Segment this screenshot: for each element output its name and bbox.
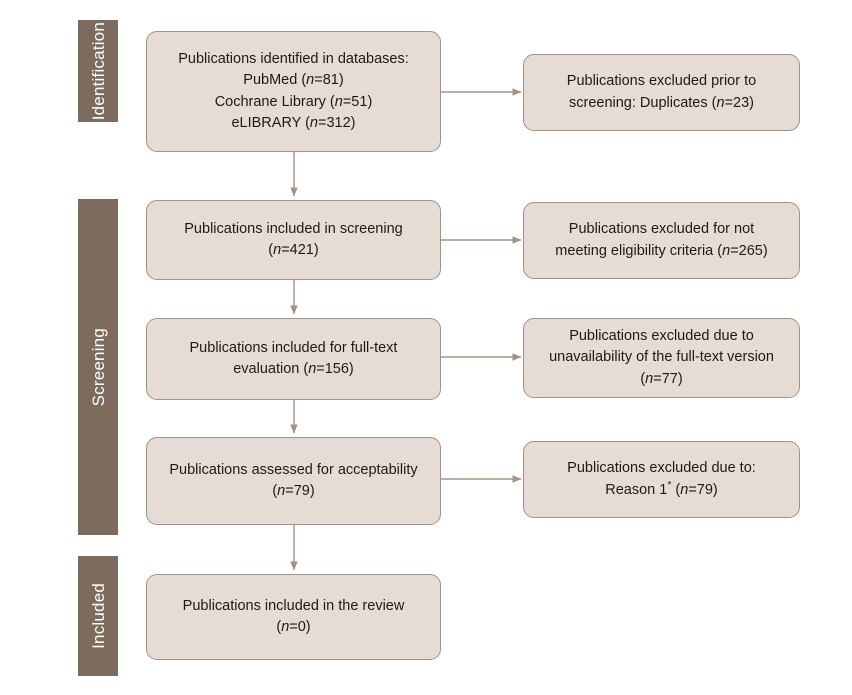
stage-label-screening: Screening [88, 327, 108, 407]
stage-label-included: Included [88, 583, 108, 649]
node-publications-assessed-acceptability: Publications assessed for acceptability(… [146, 437, 441, 525]
node-text: Publications included in screening(n=421… [184, 220, 403, 258]
stage-label-identification: Identification [88, 21, 108, 121]
node-text: Publications identified in databases:Pub… [178, 51, 409, 131]
node-text: Publications included in the review(n=0) [182, 597, 405, 635]
node-text: Publications assessed for acceptability(… [169, 461, 418, 499]
node-publications-identified: Publications identified in databases:Pub… [146, 31, 441, 152]
node-publications-included-screening: Publications included in screening(n=421… [146, 200, 441, 280]
node-excluded-reason: Publications excluded due to:Reason 1* (… [523, 441, 800, 518]
node-text: Publications excluded due to:Reason 1* (… [567, 460, 756, 498]
stage-bar-screening: Screening [78, 199, 118, 535]
stage-bar-identification: Identification [78, 20, 118, 122]
node-publications-included-review: Publications included in the review(n=0) [146, 574, 441, 660]
stage-bar-included: Included [78, 556, 118, 676]
